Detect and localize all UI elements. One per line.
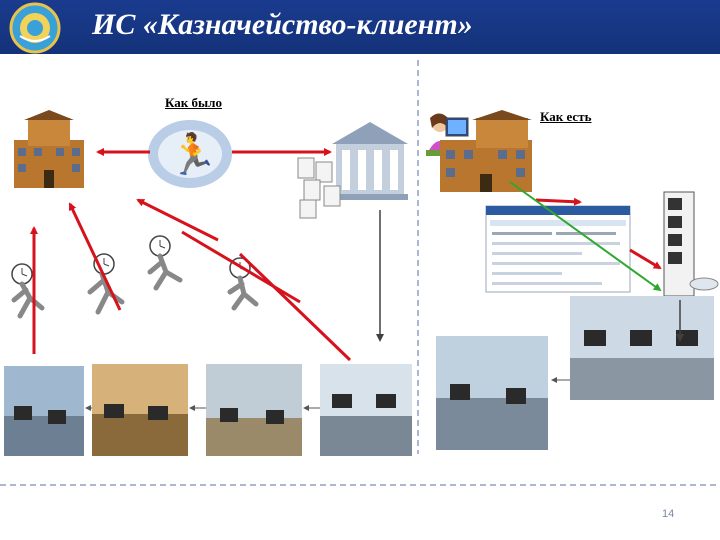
office-photo-icon — [206, 364, 302, 456]
office-photo-icon — [4, 366, 84, 456]
office-photo-icon — [570, 296, 714, 400]
emblem-logo — [9, 2, 61, 54]
clock-runner-icon — [147, 235, 183, 291]
svg-text:🏃: 🏃 — [168, 131, 218, 178]
header-bar: ИС «Казначейство-клиент» — [0, 0, 720, 54]
page-number: 14 — [662, 508, 675, 520]
office-building-icon — [14, 110, 84, 188]
documents-icon — [297, 157, 341, 219]
clock-runner-icon — [11, 263, 45, 319]
page-title: ИС «Казначейство-клиент» — [92, 8, 473, 41]
label-before: Как было — [165, 95, 222, 110]
software-screen-icon — [485, 205, 631, 293]
couriers-icon: 🏃 — [148, 120, 232, 188]
bank-building-icon — [332, 122, 408, 200]
server-icon — [663, 191, 719, 297]
office-photo-icon — [92, 364, 188, 456]
label-now: Как есть — [540, 109, 592, 124]
photo-connectors — [85, 377, 570, 411]
red-arrows — [30, 148, 662, 362]
slide-scene: 🏃 — [0, 60, 720, 486]
office-building-icon — [440, 110, 532, 192]
office-photo-icon — [320, 364, 412, 456]
office-photo-icon — [436, 336, 548, 450]
green-arrow — [509, 181, 662, 292]
